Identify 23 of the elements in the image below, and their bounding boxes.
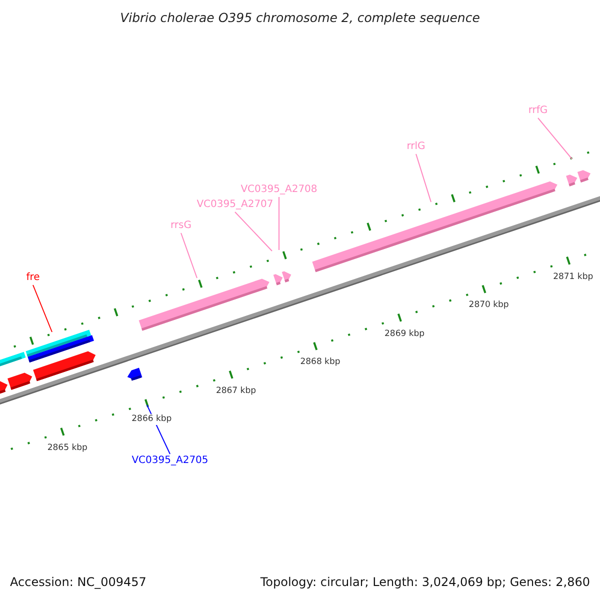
leader-line bbox=[278, 196, 280, 250]
leader-line bbox=[32, 284, 52, 332]
gene-label: VC0395_A2707 bbox=[196, 198, 274, 212]
tick-label: 2871 kbp bbox=[553, 272, 594, 283]
gene-label: rrlG bbox=[406, 140, 426, 154]
tick-label: 2868 kbp bbox=[300, 357, 340, 368]
leader-line bbox=[416, 154, 432, 202]
gene-label: VC0395_A2705 bbox=[132, 454, 208, 468]
info-text: Accession: NC_009457 bbox=[10, 575, 146, 589]
info-text: Topology: circular; Length: 3,024,069 bp; Genes: 2,860 bbox=[260, 575, 590, 589]
gene-label: fre bbox=[26, 271, 40, 285]
tick-label: 2865 kbp bbox=[47, 442, 88, 454]
leader-line bbox=[180, 232, 198, 278]
leader-line bbox=[234, 212, 272, 252]
tick-label: 2866 kbp bbox=[132, 414, 172, 426]
leader-line bbox=[538, 118, 572, 160]
gene-label: rrfG bbox=[528, 104, 548, 118]
gene-label: VC0395_A2708 bbox=[240, 183, 318, 197]
title: Vibrio cholerae O395 chromosome 2, complete sequence bbox=[119, 10, 481, 25]
tick-label: 2870 kbp bbox=[468, 300, 509, 312]
tick-label: 2869 kbp bbox=[384, 328, 425, 340]
tick-label: 2867 kbp bbox=[216, 386, 256, 397]
gene-label: rrsG bbox=[170, 219, 192, 233]
